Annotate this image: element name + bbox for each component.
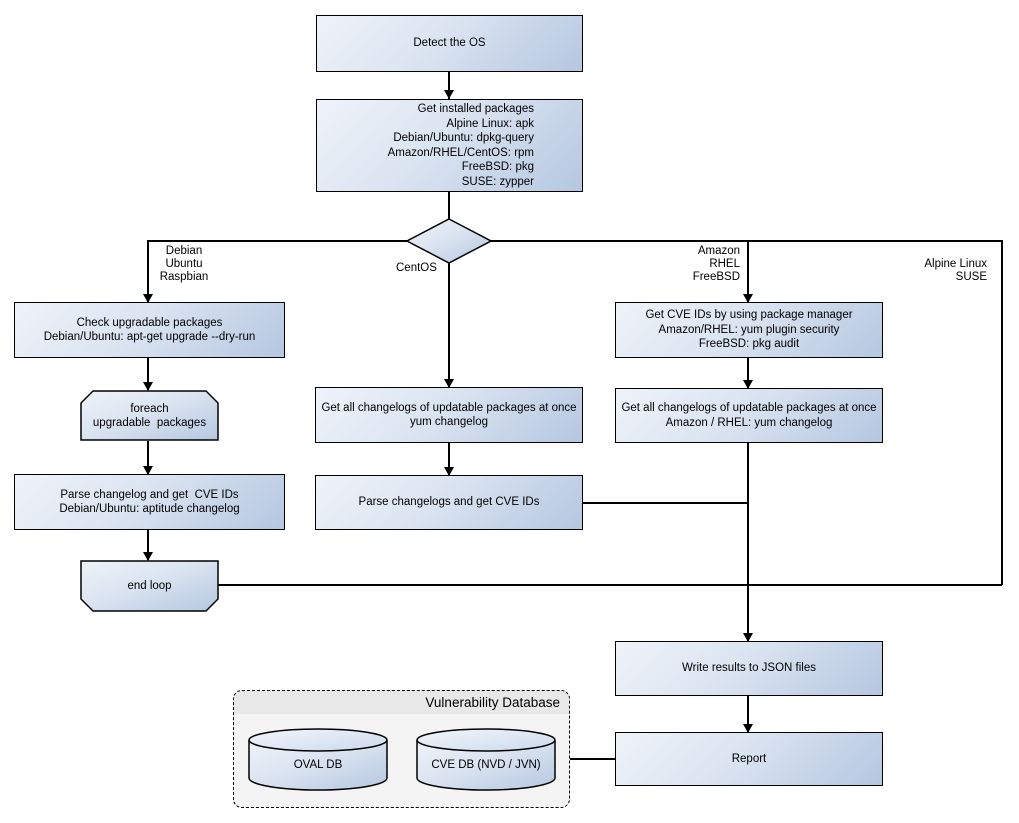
arrowhead-parse-debian xyxy=(143,466,153,475)
branch-label-debian: Debian Ubuntu Raspbian xyxy=(159,245,209,283)
node-write-results-label: Write results to JSON files xyxy=(682,662,816,675)
node-get-changelogs-amazon-label: Get all changelogs of updatable packages… xyxy=(621,402,877,429)
arrowhead-get-cve-ids xyxy=(743,294,753,303)
node-get-installed-packages: Get installed packages Alpine Linux: apk… xyxy=(316,99,583,192)
node-report: Report xyxy=(615,732,883,786)
connector-debian-branch xyxy=(147,240,149,302)
arrowhead-changelogs-amazon xyxy=(743,380,753,389)
node-report-label: Report xyxy=(731,752,767,765)
connector-foreach-to-parse xyxy=(147,441,149,474)
node-get-changelogs-centos-label: Get all changelogs of updatable packages… xyxy=(321,401,577,429)
os-decision-diamond xyxy=(406,218,492,264)
node-check-upgradable: Check upgradable packages Debian/Ubuntu:… xyxy=(14,302,285,358)
connector-installed-to-diamond xyxy=(448,192,450,221)
arrowhead-changelogs-centos xyxy=(444,379,454,388)
arrowhead-write-results xyxy=(743,633,753,642)
node-detect-os-label: Detect the OS xyxy=(413,37,486,50)
node-get-changelogs-centos: Get all changelogs of updatable packages… xyxy=(315,387,583,443)
vulnerability-database-title: Vulnerability Database xyxy=(234,691,569,714)
branch-label-alpine: Alpine Linux SUSE xyxy=(924,258,987,283)
connector-changelogs-to-parse-centos xyxy=(448,443,450,475)
connector-endloop-to-junction xyxy=(218,584,1002,586)
oval-db-label: OVAL DB xyxy=(293,758,343,771)
node-end-loop-label: end loop xyxy=(127,579,172,592)
node-get-cve-ids-pkg-manager-label: Get CVE IDs by using package manager Ama… xyxy=(645,309,853,351)
arrowhead-endloop xyxy=(143,552,153,561)
connector-amazon-to-write xyxy=(747,443,749,641)
connector-parse-to-endloop xyxy=(147,530,149,560)
node-parse-changelogs-centos-label: Parse changelogs and get CVE IDs xyxy=(358,496,540,509)
arrowhead-installed xyxy=(444,90,454,99)
node-parse-changelog-debian: Parse changelog and get CVE IDs Debian/U… xyxy=(14,474,285,530)
connector-parse-centos-to-junction xyxy=(583,502,748,504)
arrowhead-foreach xyxy=(143,382,153,391)
connector-centos-branch xyxy=(448,262,450,387)
oval-db-cylinder-icon xyxy=(248,728,388,791)
node-get-cve-ids-pkg-manager: Get CVE IDs by using package manager Ama… xyxy=(615,302,883,358)
node-parse-changelog-debian-label: Parse changelog and get CVE IDs Debian/U… xyxy=(59,488,240,516)
connector-cveids-to-changelogs-amazon xyxy=(747,358,749,388)
node-get-installed-packages-label: Get installed packages Alpine Linux: apk… xyxy=(387,103,534,188)
branch-label-centos: CentOS xyxy=(396,262,437,274)
connector-detect-to-installed xyxy=(448,71,450,99)
node-write-results: Write results to JSON files xyxy=(615,641,883,696)
node-foreach-loop xyxy=(80,390,219,441)
node-end-loop xyxy=(80,560,219,612)
connector-check-to-foreach xyxy=(147,358,149,390)
connector-diamond-right xyxy=(489,240,1002,242)
node-parse-changelogs-centos: Parse changelogs and get CVE IDs xyxy=(315,475,583,530)
arrowhead-parse-centos xyxy=(444,467,454,476)
node-get-changelogs-amazon: Get all changelogs of updatable packages… xyxy=(615,388,883,443)
connector-alpine-branch xyxy=(1001,240,1003,585)
node-detect-os: Detect the OS xyxy=(316,15,583,72)
connector-write-to-report xyxy=(747,696,749,732)
connector-amazon-branch xyxy=(747,240,749,302)
connector-diamond-left xyxy=(148,240,409,242)
cve-db-cylinder-icon xyxy=(416,728,556,791)
arrowhead-check-upgradable xyxy=(143,294,153,303)
node-foreach-loop-label: foreach upgradable packages xyxy=(92,402,207,430)
node-check-upgradable-label: Check upgradable packages Debian/Ubuntu:… xyxy=(43,316,256,344)
arrowhead-report xyxy=(743,724,753,733)
connector-db-to-report xyxy=(570,758,615,760)
cve-db-label: CVE DB (NVD / JVN) xyxy=(431,758,541,771)
branch-label-amazon: Amazon RHEL FreeBSD xyxy=(692,245,740,283)
